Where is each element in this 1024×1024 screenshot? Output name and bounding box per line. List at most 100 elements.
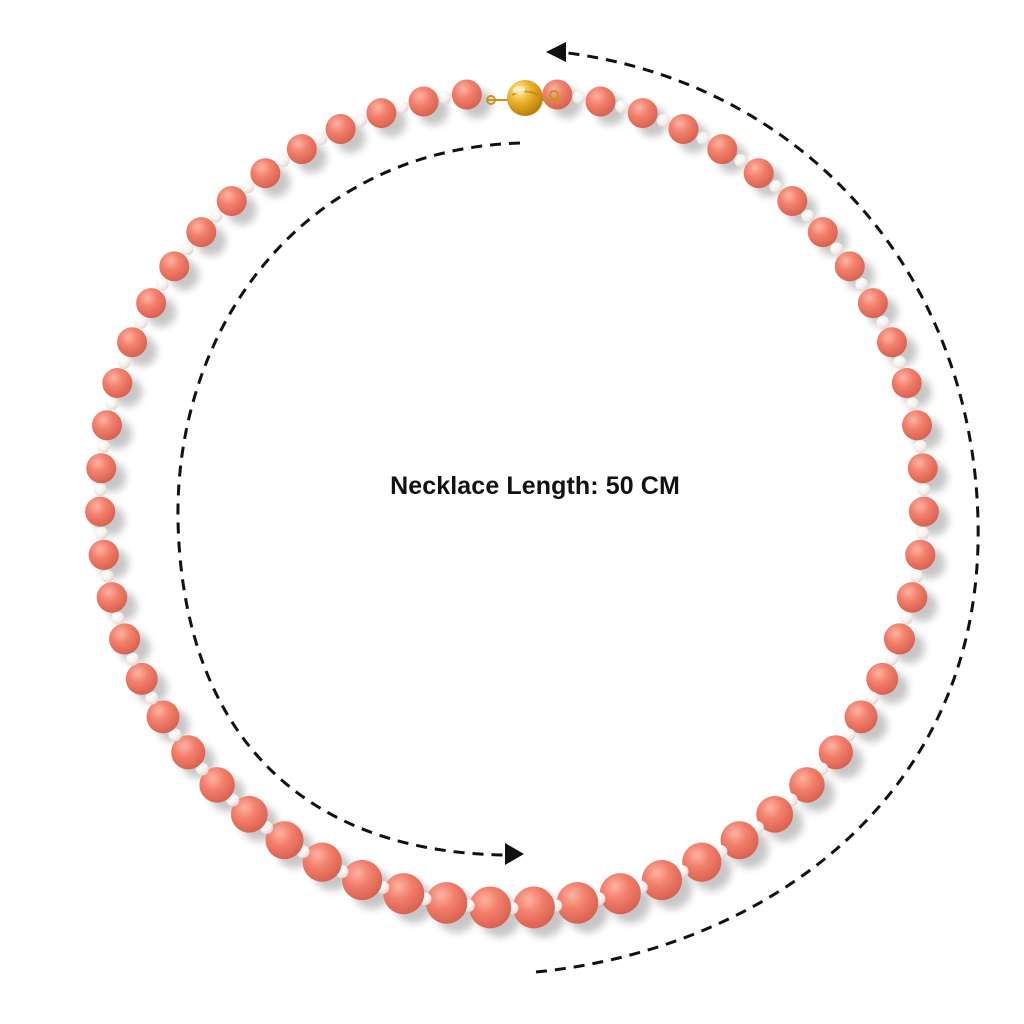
coral-bead: [341, 859, 383, 901]
pearl-bead: [769, 180, 783, 194]
pearl-bead: [241, 180, 255, 194]
coral-bead: [807, 217, 838, 248]
coral-bead: [109, 623, 141, 655]
outer-dashed-arrow: [535, 50, 980, 974]
coral-bead: [756, 795, 794, 833]
coral-bead: [844, 700, 878, 734]
coral-bead: [585, 86, 616, 117]
coral-bead: [171, 735, 206, 770]
coral-bead: [96, 582, 128, 613]
coral-bead: [86, 453, 117, 484]
coral-bead: [682, 842, 722, 882]
coral-bead: [902, 410, 933, 441]
coral-bead: [743, 158, 774, 189]
pearl-bead: [696, 132, 710, 146]
coral-bead: [451, 79, 482, 110]
coral-bead: [383, 873, 425, 915]
pearl-bead: [615, 100, 629, 114]
necklace-shadow: [95, 88, 949, 938]
inner-arrow-head-icon: [505, 843, 524, 865]
coral-bead: [425, 881, 468, 924]
coral-bead: [512, 886, 555, 929]
pearl-bead: [105, 397, 119, 411]
pearl-bead: [913, 440, 927, 454]
pearl-bead: [884, 652, 898, 666]
coral-bead: [777, 185, 808, 216]
coral-bead: [88, 539, 119, 570]
coral-bead: [857, 288, 888, 319]
coral-bead: [908, 496, 939, 527]
pearl-bead: [865, 691, 879, 705]
coral-bead: [85, 496, 116, 527]
coral-bead: [136, 288, 167, 319]
pearl-bead: [910, 569, 924, 583]
coral-bead: [668, 113, 699, 144]
coral-bead: [146, 700, 180, 734]
pearl-bead: [97, 440, 111, 454]
pearl-bead: [276, 154, 290, 168]
coral-bead: [408, 86, 439, 117]
coral-bead: [199, 767, 235, 803]
coral-bead: [720, 821, 759, 860]
coral-bead: [907, 453, 938, 484]
pearl-bead: [117, 355, 131, 369]
pearl-bead: [354, 113, 368, 127]
coral-bead: [789, 767, 825, 803]
coral-bead: [876, 327, 907, 358]
pearl-bead: [893, 355, 907, 369]
pearl-bead: [395, 100, 409, 114]
coral-bead: [599, 873, 641, 915]
coral-bead: [265, 821, 304, 860]
coral-bead: [556, 881, 599, 924]
coral-bead: [896, 582, 928, 613]
coral-bead: [286, 134, 317, 165]
coral-bead: [230, 795, 268, 833]
pearl-bead: [111, 611, 125, 625]
pearl-bead: [917, 483, 931, 497]
gold-clasp-icon: [486, 80, 562, 116]
pearl-bead: [314, 132, 328, 146]
coral-bead: [627, 98, 658, 129]
coral-bead: [91, 410, 122, 441]
coral-bead: [325, 113, 356, 144]
pearl-bead: [93, 483, 107, 497]
pearl-bead: [572, 90, 586, 104]
pearl-bead: [905, 397, 919, 411]
coral-bead: [834, 251, 865, 282]
coral-bead: [117, 327, 148, 358]
pearl-bead: [126, 652, 140, 666]
necklace-length-caption: Necklace Length: 50 CM: [390, 472, 680, 500]
pearl-bead: [134, 315, 148, 329]
necklace-strand: [85, 79, 939, 929]
coral-bead: [905, 539, 936, 570]
pearl-bead: [842, 728, 856, 742]
coral-bead: [102, 368, 133, 399]
pearl-bead: [830, 242, 844, 256]
pearl-bead: [100, 569, 114, 583]
pearl-bead: [155, 277, 169, 291]
pearl-bead: [916, 526, 930, 540]
coral-bead: [216, 185, 247, 216]
pearl-bead: [656, 113, 670, 127]
outer-arrow-head-icon: [546, 42, 566, 62]
pearl-bead: [855, 277, 869, 291]
pearl-bead: [195, 762, 209, 776]
coral-bead: [707, 134, 738, 165]
pearl-bead: [94, 526, 108, 540]
pearl-bead: [899, 611, 913, 625]
pearl-bead: [438, 90, 452, 104]
coral-bead: [866, 662, 899, 695]
pearl-bead: [168, 728, 182, 742]
coral-bead: [125, 662, 158, 695]
coral-bead: [891, 368, 922, 399]
pearl-bead: [801, 209, 815, 223]
coral-bead: [159, 251, 190, 282]
inner-dashed-arrow: [176, 141, 521, 857]
coral-bead: [883, 623, 915, 655]
coral-bead: [302, 842, 342, 882]
coral-bead: [250, 158, 281, 189]
coral-bead: [818, 735, 853, 770]
pearl-bead: [209, 209, 223, 223]
pearl-bead: [876, 315, 890, 329]
pearl-bead: [180, 242, 194, 256]
